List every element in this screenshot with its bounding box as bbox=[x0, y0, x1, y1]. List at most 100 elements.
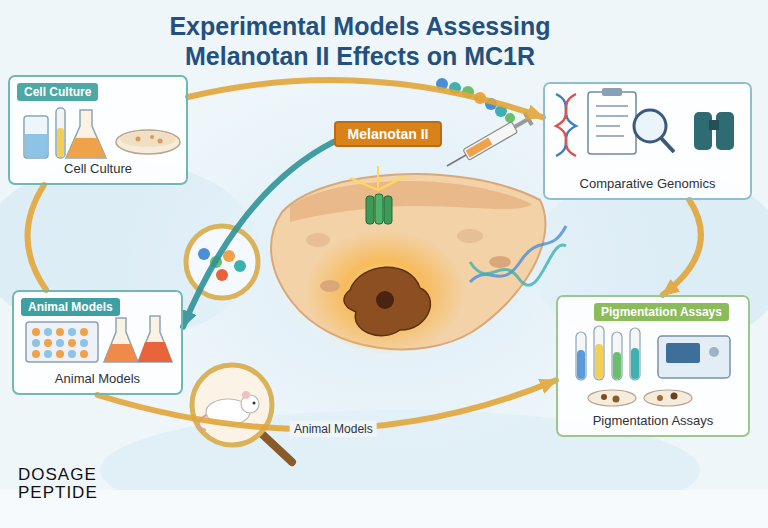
animal-lab-equipment bbox=[104, 344, 138, 362]
diagram-title: Experimental Models Assessing Melanotan … bbox=[130, 12, 590, 71]
flow-arrow bbox=[663, 200, 701, 295]
genomics-icons bbox=[694, 112, 712, 150]
pigmentation-equipment bbox=[709, 347, 719, 357]
cell-culture-glassware bbox=[150, 135, 154, 139]
syringe bbox=[447, 155, 466, 166]
animal-lab-equipment bbox=[44, 339, 52, 347]
magnified-molecule bbox=[223, 250, 235, 262]
animal-lab-equipment bbox=[80, 339, 88, 347]
pigmentation-equipment bbox=[601, 394, 607, 400]
genomics-icons bbox=[709, 120, 719, 130]
pigmentation-equipment bbox=[576, 326, 730, 406]
magnified-molecule bbox=[216, 269, 228, 281]
animal-lab-equipment bbox=[32, 339, 40, 347]
pigmentation-equipment bbox=[644, 390, 692, 406]
cell-culture-glassware bbox=[66, 110, 106, 158]
cell-culture-glassware bbox=[120, 131, 176, 147]
pigmentation-equipment bbox=[631, 348, 639, 379]
syringe bbox=[466, 138, 493, 158]
cell-culture-glassware bbox=[24, 108, 180, 158]
flow-arrow bbox=[28, 185, 47, 290]
animal-lab-equipment bbox=[138, 316, 172, 362]
flow-arrow bbox=[188, 80, 543, 117]
syringe bbox=[443, 112, 533, 172]
mc1r-receptor bbox=[350, 178, 378, 190]
animal-lab-equipment bbox=[68, 350, 76, 358]
skin-cross-section bbox=[376, 291, 394, 309]
drug-label: Melanotan II bbox=[334, 121, 443, 147]
card-panels bbox=[543, 82, 752, 200]
animal-lab-equipment bbox=[56, 339, 64, 347]
dna-helix bbox=[470, 226, 566, 285]
cell-culture-glassware bbox=[136, 137, 141, 142]
pigmentation-equipment bbox=[613, 396, 620, 403]
method-card: Pigmentation AssaysPigmentation Assays bbox=[556, 295, 750, 437]
animal-lab-equipment bbox=[32, 328, 40, 336]
card-panels bbox=[8, 75, 188, 185]
cell-culture-glassware bbox=[66, 138, 106, 158]
peptide-chain bbox=[505, 113, 515, 123]
card-label: Comparative Genomics bbox=[545, 176, 750, 191]
cell-culture-glassware bbox=[24, 116, 48, 158]
edge-label: Animal Models bbox=[290, 421, 377, 437]
cell-culture-glassware bbox=[116, 130, 180, 154]
skin-cross-section bbox=[320, 280, 340, 292]
animal-lab-equipment bbox=[44, 350, 52, 358]
skin-cross-section bbox=[271, 174, 545, 354]
animal-lab-equipment bbox=[104, 318, 138, 362]
genomics-icons bbox=[596, 105, 628, 107]
genomics-icons bbox=[556, 94, 576, 156]
pigmentation-equipment bbox=[658, 336, 730, 378]
mc1r-receptor bbox=[378, 176, 406, 190]
animal-lab-equipment bbox=[80, 350, 88, 358]
animal-lab-equipment bbox=[26, 316, 172, 362]
animal-lab-equipment bbox=[26, 322, 98, 362]
mouse-magnifier bbox=[262, 434, 292, 462]
cell-culture-glassware bbox=[158, 139, 163, 144]
drug-name: Melanotan II bbox=[348, 126, 429, 142]
cell-culture-glassware bbox=[25, 134, 47, 157]
pigmentation-equipment bbox=[576, 332, 586, 380]
method-card: Comparative Genomics bbox=[543, 82, 752, 200]
dna-helix bbox=[470, 245, 566, 285]
animal-lab-equipment bbox=[68, 328, 76, 336]
watermark: PEPTIDE bbox=[18, 484, 98, 501]
mouse-magnifier bbox=[242, 391, 250, 399]
genomics-icons bbox=[596, 115, 628, 117]
magnified-molecule bbox=[198, 248, 210, 260]
card-label: Animal Models bbox=[14, 371, 181, 386]
card-header-tab: Animal Models bbox=[21, 298, 120, 316]
animal-lab-equipment bbox=[44, 328, 52, 336]
genomics-icons bbox=[596, 135, 624, 137]
genomics-icons bbox=[596, 125, 620, 127]
skin-cross-section bbox=[290, 181, 532, 222]
magnified-molecule bbox=[234, 260, 246, 272]
mouse-magnifier bbox=[253, 402, 256, 405]
pigmentation-equipment bbox=[612, 332, 622, 380]
mc1r-receptor bbox=[384, 196, 392, 224]
genomics-icons bbox=[661, 138, 674, 152]
method-card: Cell CultureCell Culture bbox=[8, 75, 188, 185]
watermark: DOSAGE bbox=[18, 466, 97, 483]
pigmentation-equipment bbox=[613, 352, 621, 379]
genomics-icons bbox=[556, 88, 734, 156]
method-card: Animal ModelsAnimal Models bbox=[12, 290, 183, 395]
skin-cross-section bbox=[306, 233, 330, 247]
magnified-molecule bbox=[186, 226, 258, 298]
pigmentation-equipment bbox=[594, 326, 604, 380]
card-header-tab: Pigmentation Assays bbox=[594, 303, 729, 321]
card-panels bbox=[12, 290, 183, 395]
skin-cross-section bbox=[344, 267, 430, 336]
genomics-icons bbox=[602, 88, 622, 96]
mouse-magnifier bbox=[192, 365, 272, 445]
pigmentation-equipment bbox=[657, 395, 663, 401]
cell-culture-glassware bbox=[56, 108, 65, 158]
card-label: Pigmentation Assays bbox=[558, 413, 748, 428]
skin-cross-section bbox=[457, 229, 483, 243]
pigmentation-equipment bbox=[595, 344, 603, 379]
flow-arrow bbox=[183, 142, 334, 327]
skin-cross-section bbox=[489, 256, 511, 268]
